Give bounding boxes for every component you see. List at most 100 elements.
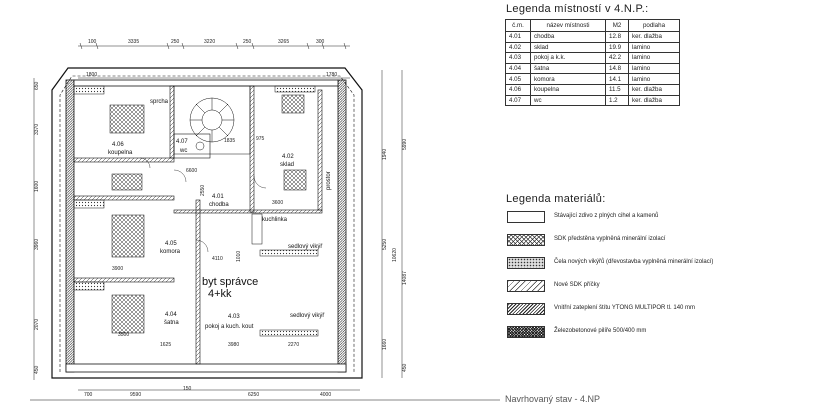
sdk-wall-boxes [109,94,307,334]
cell: šatna [530,62,606,75]
swatch-dots [507,257,545,269]
room-name-4-01: chodba [209,202,229,208]
dim-right-5: 1660 [382,339,388,350]
cell: 42.2 [605,52,629,64]
cell: 4.02 [505,41,531,54]
room-name-4-04: šatna [164,320,179,326]
cell: 4.07 [505,94,531,107]
swatch-blank [507,211,545,223]
dim-right-2: 5250 [382,239,388,250]
label-sprcha: sprcha [150,99,169,105]
dim-left-2: 1600 [34,181,40,192]
interior-partitions [73,85,323,365]
table-row: 4.07 wc 1.2 ker. dlažba [505,94,680,107]
cell: lamino [628,73,680,85]
label-vikyr-1: sedlový vikýř [288,244,323,250]
dim-bottom-4: 4000 [320,392,331,398]
cell: lamino [628,41,680,54]
dim-right-4: 14087 [402,271,408,285]
dim-inner-9: 3500 [118,332,129,338]
swatch-diag-dense [507,303,545,315]
apartment-label: byt správce 4+kk [202,276,258,300]
cell: koupelna [530,83,606,96]
dim-left-1: 3370 [34,124,40,135]
door-swings [139,157,267,253]
label-vikyr-2: sedlový vikýř [290,313,325,319]
top-dimension-chain [78,45,350,79]
room-name-4-03: pokoj a kuch. kout [205,324,254,330]
material-label: Stávající zdivo z plných cihel a kamenů [554,213,659,219]
cell: ker. dlažba [628,31,680,43]
table-row: 4.02 sklad 19.9 lamino [505,41,680,54]
cell: sklad [530,41,606,54]
material-legend-title: Legenda materiálů: [506,193,606,205]
wc-bowl [195,141,205,151]
dim-inner-5: 2270 [288,342,299,348]
dim-top-7: 300 [316,39,325,45]
dim-right-1: 5990 [402,139,408,150]
dim-left-3: 3960 [34,239,40,250]
room-no-4-05: 4.05 [165,241,177,247]
room-name-4-05: komora [160,249,181,255]
table-row: 4.04 šatna 14.8 lamino [505,62,680,75]
col-header: č.m. [505,19,531,32]
dim-inner-11: 2550 [200,185,206,196]
dim-inner-3: 1835 [224,138,235,144]
cell: 19.9 [605,41,629,54]
col-header: podlaha [628,19,680,32]
right-dimension-lines [381,70,403,378]
dim-top-8: 1780 [326,72,337,78]
kitchen-unit [251,213,263,245]
dim-top-1: 1800 [86,72,97,78]
dim-inner-0: 3900 [112,266,123,272]
cell: 4.04 [505,62,531,75]
dim-inner-2: 3600 [272,200,283,206]
cell: 4.01 [505,31,531,43]
swatch-diag [507,280,545,292]
inner-dimension-labels: 3900 6600 3600 1835 3980 2270 975 1625 1… [112,136,299,348]
dim-left-0: 650 [34,81,40,90]
cell: wc [530,94,606,107]
material-label: Nové SDK příčky [554,282,600,288]
table-row: 4.03 pokoj a k.k. 42.2 lamino [505,52,680,64]
room-no-4-02: 4.02 [282,154,294,160]
room-legend-table: č.m. název místnosti M2 podlaha 4.01 cho… [505,19,680,107]
wc-cabin [173,133,211,159]
cell: komora [530,73,606,85]
table-row: 4.06 koupelna 11.5 ker. dlažba [505,83,680,96]
table-header-row: č.m. název místnosti M2 podlaha [505,19,680,32]
dimension-ticks [79,42,347,50]
room-name-4-07: wc [179,148,187,154]
cell: lamino [628,52,680,64]
room-no-4-03: 4.03 [228,314,240,320]
staircase [173,85,251,155]
dim-right-0: 1940 [382,149,388,160]
dim-bottom-0: 700 [84,392,93,398]
cell: 12.8 [605,31,629,43]
cell: chodba [530,31,606,43]
dim-top-4: 3220 [204,39,215,45]
dim-top-6: 3265 [278,39,289,45]
table-row: 4.01 chodba 12.8 ker. dlažba [505,31,680,43]
dim-left-5: 450 [34,365,40,374]
bottom-line-strip [30,377,500,401]
bottom-dimension-labels: 700 9590 150 6250 4000 [84,386,331,398]
dim-inner-4: 3980 [228,342,239,348]
material-label: Čela nových vikýřů (dřevostavba vyplněná… [554,259,714,265]
dim-right-3: 10620 [392,248,398,262]
material-label: Železobetonové pilíře 500/400 mm [554,328,647,334]
dim-top-0: 100 [88,39,97,45]
left-dimension-labels: 650 3370 1600 3960 2070 450 [34,81,40,374]
cell: lamino [628,62,680,75]
apartment-name: byt správce [202,276,258,288]
dim-inner-7: 1625 [160,342,171,348]
room-labels: 4.06 koupelna 4.07 wc 4.02 sklad 4.01 ch… [108,99,332,330]
cell: 14.1 [605,73,629,85]
dim-inner-6: 975 [256,136,265,142]
floor-plan: 100 1800 3335 250 3220 250 3265 300 1780… [30,39,500,401]
dim-bottom-2: 150 [183,386,192,392]
room-name-4-02: sklad [280,162,294,168]
dim-left-4: 2070 [34,319,40,330]
right-dimension-labels: 1940 5990 5250 10620 14087 1660 450 [382,139,408,372]
dim-inner-1: 6600 [186,168,197,174]
